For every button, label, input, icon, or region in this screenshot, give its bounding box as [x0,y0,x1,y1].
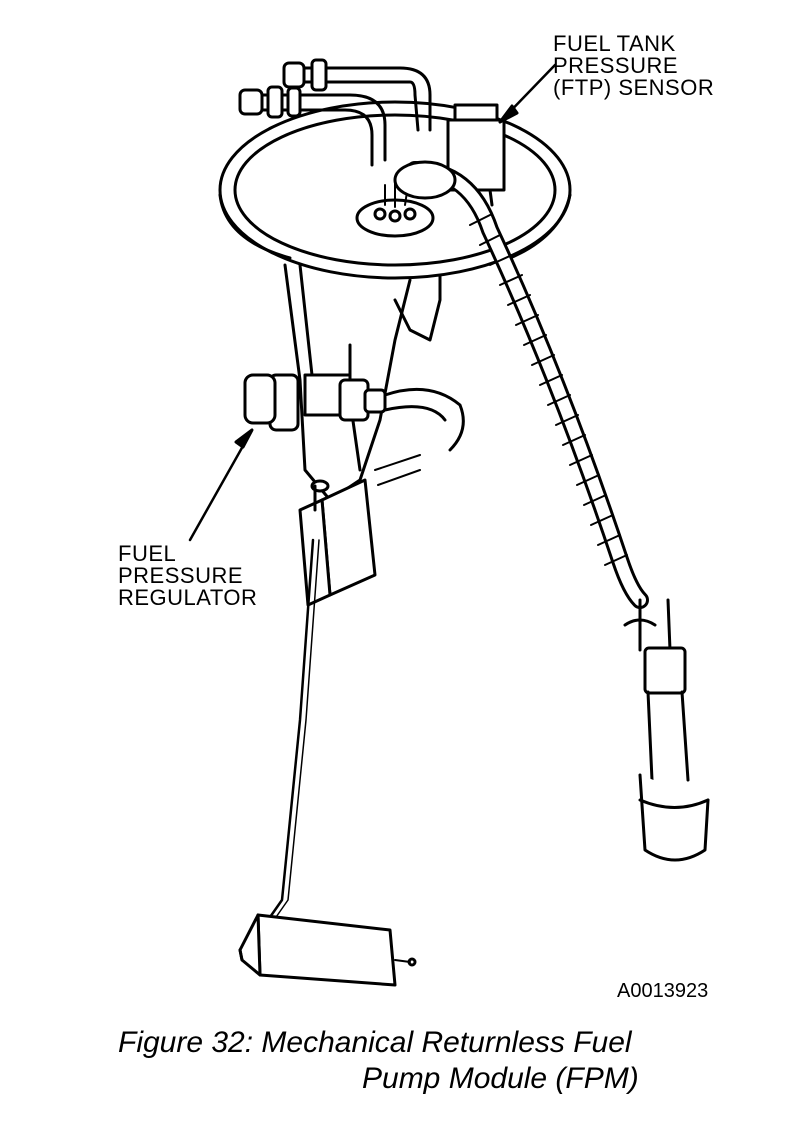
electrical-connector [355,181,435,238]
ftp-sensor-label: FUEL TANK PRESSURE (FTP) SENSOR [553,33,714,99]
ftp-label-line-3: (FTP) SENSOR [553,75,715,100]
regulator-label-line-2: PRESSURE [118,563,244,588]
ftp-label-line-2: PRESSURE [553,53,679,78]
ftp-leader-arrow [498,63,557,124]
ftp-label-line-1: FUEL TANK [553,31,676,56]
float-arm [266,538,320,922]
fuel-level-float [238,913,417,987]
fuel-pressure-regulator [243,373,465,486]
pump-reservoir [298,478,377,607]
caption-line-2: Pump Module (FPM) [362,1062,639,1095]
regulator-label-line-1: FUEL [118,541,177,566]
regulator-label-line-3: REGULATOR [118,585,258,610]
top-fuel-lines [238,58,432,167]
caption-line-1: Figure 32: Mechanical Returnless Fuel [118,1026,632,1059]
regulator-leader-arrow [188,428,254,542]
regulator-label: FUEL PRESSURE REGULATOR [118,543,257,609]
wire-harness [393,160,710,862]
figure-id: A0013923 [617,980,709,1002]
